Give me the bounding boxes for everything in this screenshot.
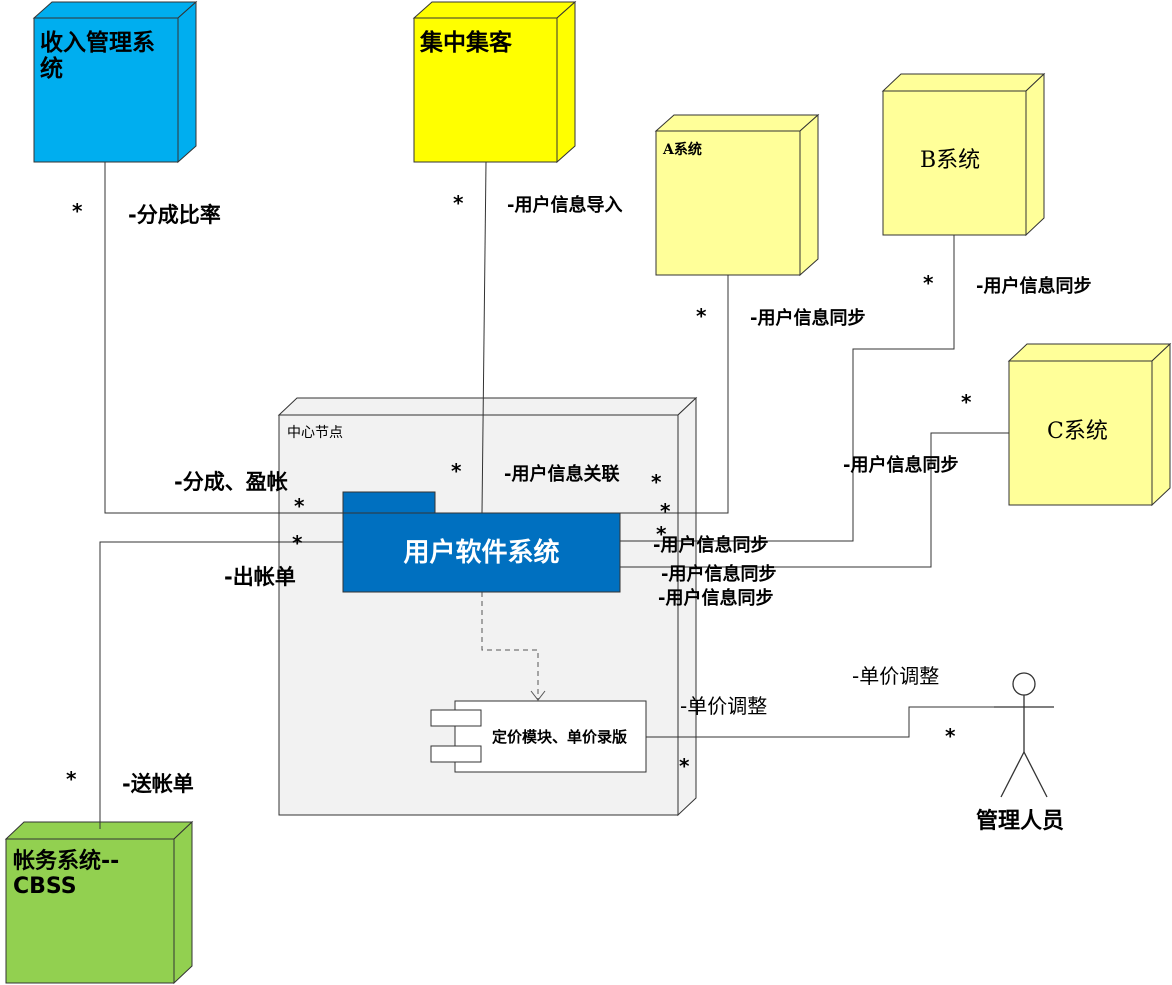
link-jizhong [481, 161, 487, 514]
node-billing[interactable] [4, 820, 194, 985]
label-sync-out-2: -用户信息同步 [661, 564, 777, 585]
node-sys-c[interactable] [1007, 342, 1172, 507]
label-sync-b: -用户信息同步 [976, 276, 1092, 297]
label-share-rate: -分成比率 [128, 203, 221, 227]
label-send-bill: -送帐单 [122, 772, 194, 796]
multiplicity-billing: * [66, 767, 77, 791]
node-jizhong[interactable] [412, 0, 577, 164]
node-sys-a[interactable] [654, 113, 820, 277]
multiplicity-pricing: * [679, 754, 690, 778]
multiplicity-center-jizhong: * [451, 459, 462, 483]
label-sync-out-3: -用户信息同步 [658, 588, 774, 609]
multiplicity-center-revenue: * [294, 494, 305, 518]
label-sync-c: -用户信息同步 [843, 455, 959, 476]
multiplicity-jizhong: * [453, 191, 464, 215]
node-revenue-title: 收入管理系统 [40, 30, 155, 83]
component-pricing-title: 定价模块、单价录版 [492, 728, 628, 746]
node-center-title: 中心节点 [287, 425, 343, 441]
actor-manager-name: 管理人员 [976, 809, 1065, 834]
label-price-adjust-left: -单价调整 [680, 694, 768, 718]
link-sys-a [620, 275, 729, 514]
dependency-arrow [481, 592, 546, 701]
link-revenue [104, 162, 343, 514]
label-user-import: -用户信息导入 [507, 195, 623, 216]
multiplicity-center-b: * [660, 499, 671, 523]
label-user-assoc: -用户信息关联 [504, 464, 620, 485]
multiplicity-sys-a: * [696, 304, 707, 328]
node-sys-b-title: B系统 [920, 148, 981, 173]
node-sys-c-title: C系统 [1047, 419, 1108, 444]
link-actor [646, 706, 1046, 738]
node-revenue[interactable] [32, 0, 198, 164]
node-sys-b[interactable] [881, 72, 1046, 237]
multiplicity-center-a: * [651, 470, 662, 494]
label-issue-bill: -出帐单 [224, 565, 296, 589]
node-jizhong-title: 集中集客 [420, 30, 512, 56]
component-pricing[interactable] [430, 700, 647, 773]
node-billing-title: 帐务系统--CBSS [13, 849, 120, 900]
multiplicity-sys-b: * [923, 271, 934, 295]
multiplicity-actor: * [945, 724, 956, 748]
label-share-profit: -分成、盈帐 [174, 470, 288, 494]
component-user-software[interactable] [342, 491, 621, 593]
multiplicity-revenue: * [72, 199, 83, 223]
node-sys-a-title: A系统 [663, 142, 702, 158]
link-sys-b [620, 235, 955, 542]
link-sys-c [620, 432, 1009, 568]
component-user-software-title: 用户软件系统 [403, 538, 560, 568]
label-price-adjust-right: -单价调整 [852, 664, 940, 688]
multiplicity-center-billing: * [292, 531, 303, 555]
label-sync-out-1: -用户信息同步 [653, 535, 769, 556]
connectors [99, 161, 1046, 829]
link-billing [99, 541, 343, 829]
multiplicity-center-c: * [656, 522, 667, 546]
multiplicity-sys-c: * [961, 390, 972, 414]
label-sync-a: -用户信息同步 [750, 308, 866, 329]
actor-manager[interactable] [994, 672, 1054, 798]
